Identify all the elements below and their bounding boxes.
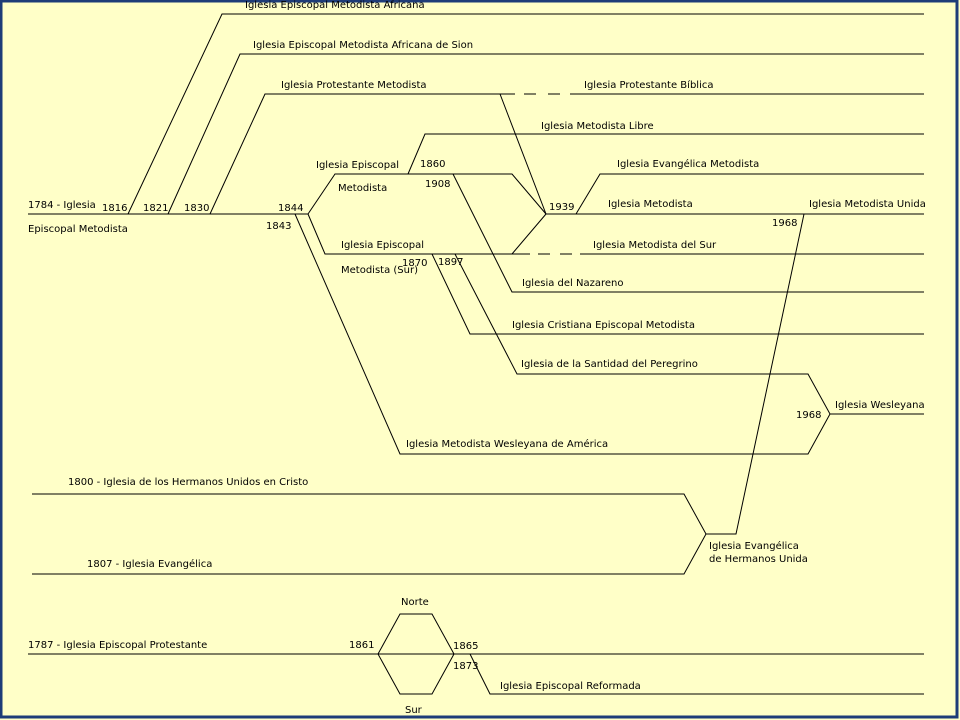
label-iems-b: Metodista (Sur) (341, 265, 418, 276)
label-year-1830: 1830 (184, 203, 209, 214)
line-episcopal-north (377, 613, 455, 655)
label-iep-a: Iglesia Episcopal (316, 160, 399, 171)
line-episcopal-south (377, 653, 455, 695)
label-cme: Iglesia Cristiana Episcopal Metodista (512, 320, 695, 331)
label-pilgrim: Iglesia de la Santidad del Peregrino (521, 359, 698, 370)
label-reformed-episcopal: Iglesia Episcopal Reformada (500, 681, 641, 692)
line-evangelical-methodist (575, 173, 924, 215)
label-mp: Iglesia Protestante Metodista (281, 80, 427, 91)
label-evangelical-association: 1807 - Iglesia Evangélica (87, 558, 212, 570)
label-year-1865: 1865 (453, 641, 478, 652)
label-free-methodist: Iglesia Metodista Libre (541, 121, 654, 132)
line-mec-north (307, 173, 547, 215)
label-im: Iglesia Metodista (608, 199, 693, 210)
label-year-1968a: 1968 (772, 218, 797, 229)
line-ame (127, 13, 924, 215)
label-year-1968b: 1968 (796, 410, 821, 421)
label-year-1821: 1821 (143, 203, 168, 214)
line-pilgrim (454, 253, 924, 415)
line-nazarene (452, 173, 924, 293)
connector-lines (28, 13, 924, 695)
label-sur: Sur (405, 705, 423, 716)
label-year-1816: 1816 (102, 203, 127, 214)
label-year-1860: 1860 (420, 159, 445, 170)
label-united-brethren: 1800 - Iglesia de los Hermanos Unidos en… (68, 477, 308, 488)
label-year-1861: 1861 (349, 640, 374, 651)
line-mec-south (307, 213, 547, 255)
label-mec-b: Episcopal Metodista (28, 224, 128, 235)
label-iep-b: Metodista (338, 183, 387, 194)
label-ipb: Iglesia Protestante Bíblica (584, 79, 713, 91)
label-iem: Iglesia Evangélica Metodista (617, 158, 759, 170)
label-iems-a: Iglesia Episcopal (341, 240, 424, 251)
diagram-labels: Iglesia Episcopal Metodista Africana Igl… (28, 0, 926, 716)
label-episcopal: 1787 - Iglesia Episcopal Protestante (28, 640, 207, 651)
label-amez: Iglesia Episcopal Metodista Africana de … (253, 40, 473, 51)
label-year-1939: 1939 (549, 202, 574, 213)
label-ieu-a: Iglesia Evangélica (709, 540, 799, 552)
line-reformed-episcopal (469, 653, 924, 695)
label-norte: Norte (401, 597, 429, 608)
label-year-1873: 1873 (453, 661, 478, 672)
label-imwa: Iglesia Metodista Wesleyana de América (406, 438, 608, 450)
line-evangelical-association (32, 533, 707, 575)
label-nazarene: Iglesia del Nazareno (522, 278, 623, 289)
line-free-methodist (407, 133, 924, 175)
label-year-1897: 1897 (438, 257, 463, 268)
line-cme (431, 253, 924, 335)
line-amez (167, 53, 924, 215)
label-imu: Iglesia Metodista Unida (809, 199, 926, 210)
label-ims: Iglesia Metodista del Sur (593, 240, 717, 251)
label-ieu-b: de Hermanos Unida (709, 554, 808, 565)
label-year-1908: 1908 (425, 179, 450, 190)
label-wesleyan: Iglesia Wesleyana (835, 400, 925, 411)
label-year-1870: 1870 (402, 258, 427, 269)
line-wesleyan-methodist (294, 213, 831, 455)
label-year-1844: 1844 (278, 203, 303, 214)
line-mp (209, 93, 547, 215)
label-mec-a: 1784 - Iglesia (28, 200, 96, 211)
label-year-1843: 1843 (266, 221, 291, 232)
label-ame: Iglesia Episcopal Metodista Africana (245, 0, 425, 11)
